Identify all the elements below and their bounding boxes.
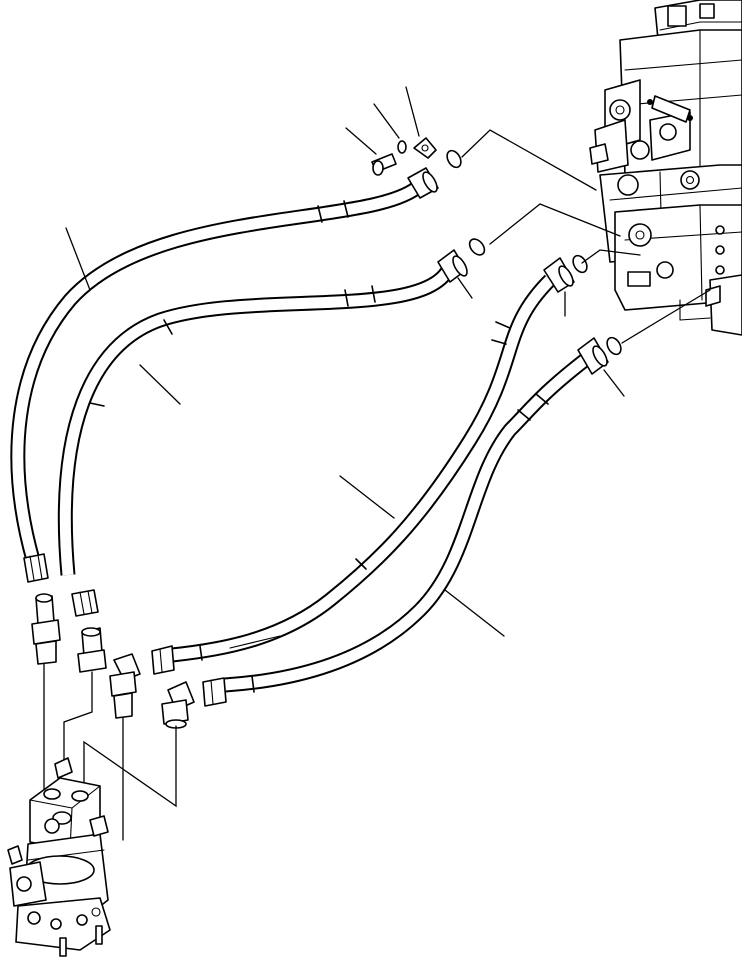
o-ring-3 [572, 254, 588, 274]
elbow-adapter-2 [161, 681, 195, 729]
o-ring-2 [468, 238, 486, 256]
o-ring-1 [446, 149, 462, 169]
bottom-valve-assembly [7, 757, 111, 957]
hose-2 [57, 249, 468, 576]
adapters [31, 593, 195, 729]
hose-end-fittings [23, 553, 227, 707]
adapter-1 [31, 593, 61, 665]
o-rings [446, 149, 622, 356]
hose-4 [224, 337, 609, 693]
port-leader-lines [461, 129, 711, 344]
elbow-adapter-1 [109, 653, 141, 719]
washer [397, 140, 407, 154]
adapter-leaders [43, 663, 177, 841]
control-valve-assembly [589, 0, 742, 336]
clamp [413, 137, 437, 159]
bolt-washer-clamp [345, 86, 437, 176]
hose-3 [171, 257, 575, 663]
hose-callout-leaders [65, 227, 625, 637]
adapter-2 [77, 627, 107, 673]
o-ring-4 [606, 336, 622, 356]
hose-1 [10, 167, 439, 563]
